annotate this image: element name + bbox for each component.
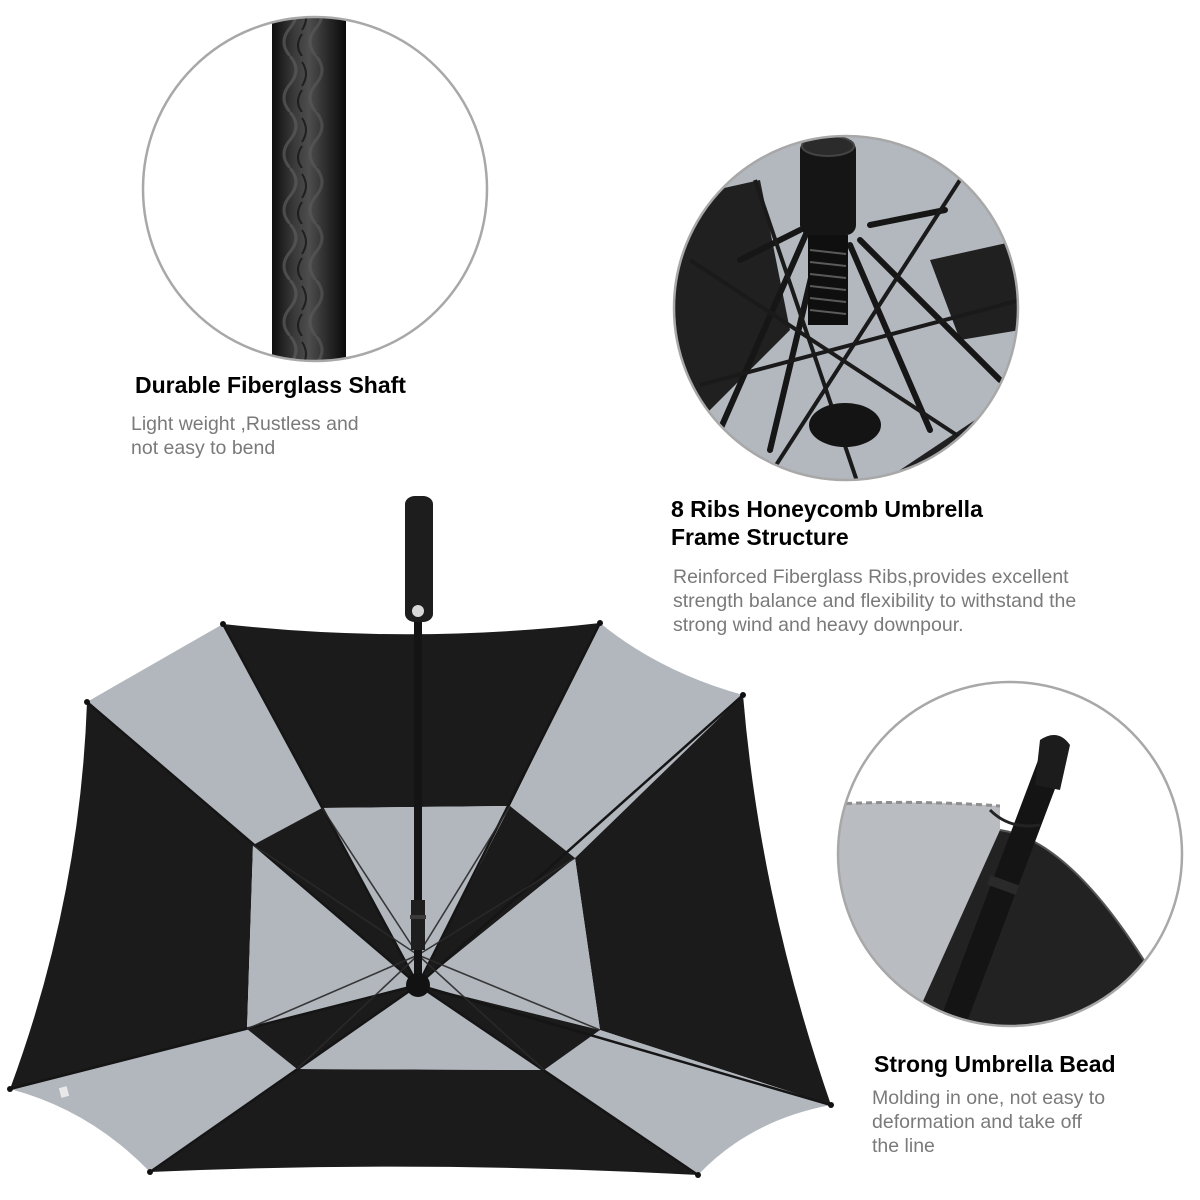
bead-closeup-image: [836, 680, 1184, 1028]
umbrella-canopy: [7, 620, 834, 1178]
frame-title-line-2: Frame Structure: [671, 524, 849, 550]
bead-desc-line-2: deformation and take off: [872, 1111, 1082, 1133]
frame-desc-line-1: Reinforced Fiberglass Ribs,provides exce…: [673, 566, 1069, 588]
frame-title-line-1: 8 Ribs Honeycomb Umbrella: [671, 496, 983, 522]
frame-feature-title: 8 Ribs Honeycomb Umbrella Frame Structur…: [671, 495, 983, 551]
frame-desc-line-3: strong wind and heavy downpour.: [673, 614, 964, 636]
shaft-feature-description: Light weight ,Rustless and not easy to b…: [131, 412, 359, 460]
shaft-feature-title: Durable Fiberglass Shaft: [135, 372, 406, 398]
frame-closeup-image: [672, 134, 1020, 482]
bead-feature-description: Molding in one, not easy to deformation …: [872, 1086, 1105, 1158]
bead-desc-line-1: Molding in one, not easy to: [872, 1087, 1106, 1109]
shaft-desc-line-1: Light weight ,Rustless and: [131, 413, 359, 435]
frame-feature-description: Reinforced Fiberglass Ribs,provides exce…: [673, 565, 1076, 637]
umbrella-shaft-handle: [405, 496, 433, 997]
shaft-closeup-image: [141, 15, 489, 363]
bead-feature-title: Strong Umbrella Bead: [874, 1051, 1116, 1077]
shaft-desc-line-2: not easy to bend: [131, 437, 276, 459]
umbrella-ribs: [9, 622, 832, 1177]
bead-desc-line-3: the line: [872, 1135, 935, 1157]
frame-desc-line-2: strength balance and flexibility to with…: [673, 590, 1077, 612]
